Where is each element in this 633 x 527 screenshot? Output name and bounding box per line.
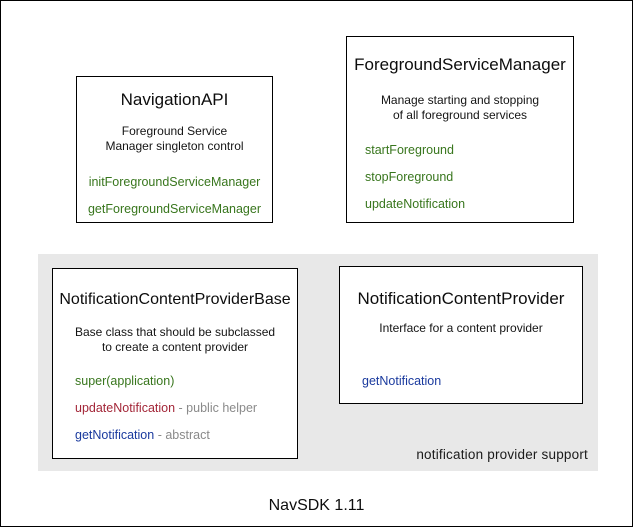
method-name: getNotification	[75, 428, 155, 442]
method-get-notification: getNotification - abstract	[75, 428, 297, 442]
class-description: Interface for a content provider	[340, 321, 582, 336]
method-super-application: super(application)	[75, 374, 297, 388]
class-description: Foreground Service Manager singleton con…	[77, 124, 272, 154]
class-title: NotificationContentProvider	[357, 289, 565, 308]
method-name: super(application)	[75, 374, 175, 388]
group-label: notification provider support	[416, 447, 588, 462]
class-title: ForegroundServiceManager	[354, 55, 566, 74]
class-description-line: Interface for a content provider	[379, 321, 543, 335]
class-description: Manage starting and stopping of all fore…	[347, 93, 573, 123]
class-box-notification-content-provider-base: NotificationContentProviderBase Base cla…	[52, 268, 298, 459]
method-get-foreground-service-manager: getForegroundServiceManager	[87, 202, 262, 216]
class-description-line: of all foreground services	[392, 108, 528, 122]
method-name: updateNotification	[75, 401, 176, 415]
class-description: Base class that should be subclassed to …	[53, 325, 297, 355]
method-get-notification: getNotification	[362, 374, 442, 388]
method-annotation: - public helper	[175, 401, 258, 415]
class-box-notification-content-provider: NotificationContentProvider Interface fo…	[339, 266, 583, 404]
class-box-foreground-service-manager: ForegroundServiceManager Manage starting…	[346, 36, 574, 223]
method-init-foreground-service-manager: initForegroundServiceManager	[88, 175, 261, 189]
class-description-line: to create a content provider	[101, 340, 249, 354]
method-start-foreground: startForeground	[365, 143, 454, 157]
class-box-navigation-api: NavigationAPI Foreground Service Manager…	[76, 76, 273, 223]
class-title: NavigationAPI	[120, 90, 229, 109]
method-update-notification: updateNotification - public helper	[75, 401, 297, 415]
method-list: getNotification	[340, 374, 582, 388]
class-description-line: Base class that should be subclassed	[74, 325, 276, 339]
sdk-version-label: NavSDK 1.11	[268, 497, 365, 514]
class-description-line: Manage starting and stopping	[380, 93, 540, 107]
method-stop-foreground: stopForeground	[365, 170, 454, 184]
method-list: initForegroundServiceManager getForegrou…	[77, 175, 272, 216]
class-title: NotificationContentProviderBase	[59, 291, 291, 308]
method-update-notification: updateNotification	[365, 197, 466, 211]
class-description-line: Foreground Service	[121, 124, 228, 138]
method-annotation: - abstract	[154, 428, 210, 442]
class-description-line: Manager singleton control	[105, 139, 244, 153]
method-list: super(application) updateNotification - …	[53, 374, 297, 442]
method-list: startForeground stopForeground updateNot…	[347, 143, 573, 211]
